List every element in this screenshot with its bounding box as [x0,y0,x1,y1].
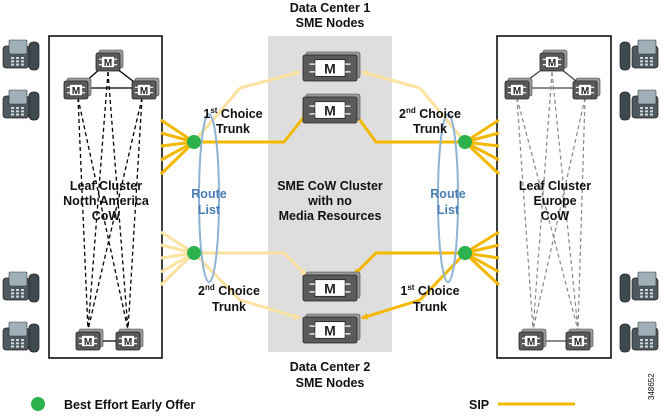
trunk-num: 1 [203,107,210,121]
trunk-label-right-top: 2nd Choice [399,106,461,121]
figure-id: 348652 [647,373,656,400]
trunk-rest: Choice [215,284,260,298]
route-list-left-line1: Route [191,187,226,201]
sme-node-dc2-top: M [302,271,361,302]
node-letter: M [324,281,336,297]
node-letter: M [324,103,336,119]
sme-node-dc1-top: M [302,51,361,82]
trunk-label-right-bottom-line2: Trunk [413,300,447,314]
route-list-right-line1: Route [430,187,465,201]
right-cluster-links [516,61,586,342]
route-list-left-ellipse [198,113,220,283]
node-letter: M [513,86,521,97]
ip-phones-layer [2,39,659,353]
leaf-node-eu-left: M [504,77,533,100]
leaf-node-na-top: M [95,49,124,72]
legend-early-offer-label: Best Effort Early Offer [64,398,195,412]
route-list-right-ellipse [437,113,459,283]
trunk-num: 2 [198,284,205,298]
right-cluster-line1: Leaf Cluster [519,179,591,193]
leaf-node-na-right: M [131,77,160,100]
ip-phone-left-2 [2,89,40,121]
trunk-sup: nd [406,106,416,115]
early-offer-dot-left-top [187,135,201,149]
datacenter1-title: Data Center 1 [290,1,371,15]
ip-phone-right-1 [619,39,659,71]
trunk-rest: Choice [217,107,262,121]
sme-cluster-line3: Media Resources [279,209,382,223]
leaf-node-na-bottom-right: M [115,328,144,351]
node-letter: M [527,337,535,348]
ip-phone-right-3 [619,271,659,303]
node-letter: M [140,86,148,97]
left-cluster-line3: CoW [92,209,121,223]
node-letter: M [581,86,589,97]
leaf-node-eu-right: M [572,77,601,100]
sme-cluster-line1: SME CoW Cluster [277,179,383,193]
datacenter2-title: Data Center 2 [290,360,371,374]
left-cluster-line1: Leaf Cluster [70,179,142,193]
sme-node-dc2-bottom: M [302,313,361,344]
trunk-sup: st [407,283,414,292]
trunk-sup: st [210,106,217,115]
legend-sip-label: SIP [469,398,489,412]
datacenter2-subtitle: SME Nodes [296,376,365,390]
trunk-rest: Choice [416,107,461,121]
sme-cluster-line2: with no [307,194,352,208]
trunk-num: 2 [399,107,406,121]
left-cluster-line2: North America [63,194,150,208]
trunk-rest: Choice [414,284,459,298]
node-letter: M [104,58,112,69]
leaf-node-eu-top: M [539,49,568,72]
datacenter1-subtitle: SME Nodes [296,16,365,30]
trunk-label-left-top: 1st Choice [203,106,262,121]
early-offer-dot-right-top [458,135,472,149]
ip-phone-left-4 [2,321,40,353]
early-offer-dot-left-bottom [187,246,201,260]
trunk-label-right-bottom: 1st Choice [400,283,459,298]
trunk-label-left-top-line2: Trunk [216,122,250,136]
trunk-num: 1 [400,284,407,298]
legend-early-offer-dot [31,397,45,411]
right-cluster-line3: CoW [541,209,570,223]
right-cluster-line2: Europe [533,194,576,208]
node-letter: M [72,86,80,97]
leaf-node-eu-bottom-right: M [565,328,594,351]
route-list-left-line2: List [198,203,221,217]
leaf-node-na-bottom-left: M [75,328,104,351]
trunk-sup: nd [205,283,215,292]
trunk-label-right-top-line2: Trunk [413,122,447,136]
ip-phone-left-3 [2,271,40,303]
node-letter: M [324,323,336,339]
node-letter: M [324,61,336,77]
node-letter: M [84,337,92,348]
sme-node-dc1-bottom: M [302,93,361,124]
early-offer-dot-right-bottom [458,246,472,260]
ip-phone-right-2 [619,89,659,121]
leaf-node-na-left: M [63,77,92,100]
trunk-label-left-bottom-line2: Trunk [212,300,246,314]
node-letter: M [124,337,132,348]
node-letter: M [574,337,582,348]
node-letter: M [548,58,556,69]
leaf-node-eu-bottom-left: M [518,328,547,351]
ip-phone-left-1 [2,39,40,71]
trunk-label-left-bottom: 2nd Choice [198,283,260,298]
sme-nodes-layer: M M M M M M M M M M M M M M [63,49,601,351]
sip-trunks-top-secondary [192,70,467,143]
route-list-right-line2: List [437,203,460,217]
ip-phone-right-4 [619,321,659,353]
